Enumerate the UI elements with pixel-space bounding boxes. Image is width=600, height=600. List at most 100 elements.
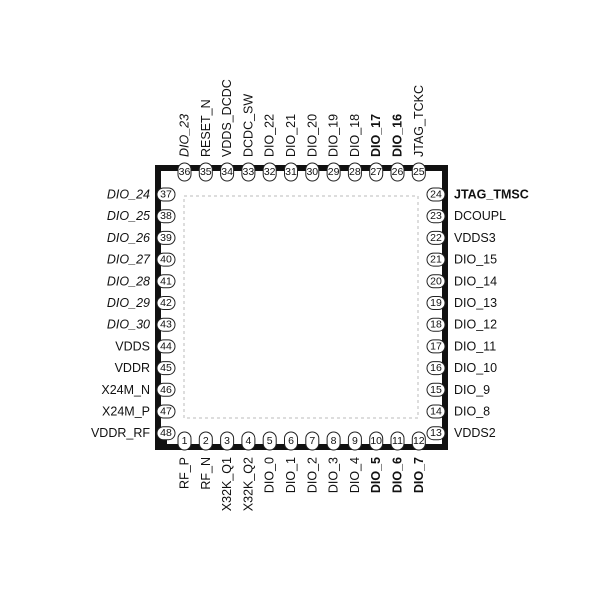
pin-label: RF_N bbox=[199, 457, 213, 490]
pin-pad bbox=[156, 187, 176, 202]
pin-number: 46 bbox=[160, 384, 172, 396]
pin-number: 33 bbox=[243, 166, 255, 178]
pin-pad bbox=[411, 162, 426, 182]
pin-pad bbox=[426, 361, 446, 376]
pin-label: JTAG_TMSC bbox=[454, 188, 529, 202]
pin-number: 26 bbox=[392, 166, 404, 178]
pin-label: DIO_25 bbox=[107, 209, 150, 223]
pin-pad bbox=[426, 296, 446, 310]
pin-number: 24 bbox=[430, 189, 442, 201]
pin-number: 36 bbox=[179, 166, 191, 178]
pin-label: DIO_21 bbox=[284, 114, 298, 157]
pin-pad bbox=[156, 339, 176, 354]
pin-pad bbox=[426, 317, 446, 332]
pin-label: VDDR bbox=[115, 361, 150, 375]
package-edge-top bbox=[155, 165, 448, 171]
pin-number: 4 bbox=[245, 435, 251, 447]
pin-number: 14 bbox=[430, 406, 442, 418]
pin-label: DIO_11 bbox=[454, 339, 496, 353]
pin-number: 48 bbox=[160, 427, 172, 439]
pin-pad bbox=[426, 274, 446, 289]
pin-pad bbox=[177, 162, 192, 182]
pin-pad bbox=[426, 252, 446, 267]
pin-label: X24M_P bbox=[102, 405, 150, 419]
pin-pad bbox=[411, 431, 426, 451]
pin1-marker bbox=[158, 437, 167, 446]
pin-number: 15 bbox=[430, 384, 442, 396]
pin-pad bbox=[156, 426, 176, 441]
pin-label: DIO_27 bbox=[107, 253, 151, 267]
pin-pad bbox=[241, 431, 256, 451]
pin-number: 10 bbox=[370, 435, 382, 447]
pin-number: 42 bbox=[160, 297, 172, 309]
pin-number: 19 bbox=[430, 297, 442, 309]
pin-number: 23 bbox=[430, 210, 442, 222]
pin-number: 25 bbox=[413, 166, 425, 178]
pin-label: DIO_9 bbox=[454, 383, 490, 397]
pin-number: 20 bbox=[430, 275, 442, 287]
pin-number: 5 bbox=[267, 435, 273, 447]
pin-pad bbox=[156, 209, 176, 224]
pin-number: 45 bbox=[160, 362, 172, 374]
pin-label: DIO_29 bbox=[107, 296, 150, 310]
pin-label: JTAG_TCKC bbox=[412, 85, 426, 157]
pin-pad bbox=[156, 317, 176, 332]
pin-pad bbox=[326, 162, 341, 182]
pin-pad bbox=[156, 382, 176, 397]
pin-number: 6 bbox=[288, 435, 294, 447]
die-outline bbox=[183, 195, 419, 419]
pin-group: 37DIO_2438DIO_2539DIO_2640DIO_2741DIO_28… bbox=[91, 79, 529, 511]
pin-number: 12 bbox=[413, 435, 425, 447]
pin-label: DIO_8 bbox=[454, 405, 490, 419]
pin-label: DIO_0 bbox=[263, 457, 277, 493]
pin-label: DIO_3 bbox=[327, 457, 341, 493]
pin-label: DIO_7 bbox=[412, 457, 426, 493]
pin-number: 7 bbox=[309, 435, 315, 447]
pin-pad bbox=[305, 431, 320, 451]
pin-pad bbox=[390, 162, 405, 182]
pin-number: 39 bbox=[160, 232, 172, 244]
pin-pad bbox=[241, 162, 256, 182]
pin-label: DIO_30 bbox=[107, 318, 150, 332]
pin-pad bbox=[156, 274, 176, 289]
pin-label: VDDR_RF bbox=[91, 426, 150, 440]
pin-label: DIO_16 bbox=[391, 114, 405, 157]
package-edge-left bbox=[155, 165, 161, 450]
pin-number: 43 bbox=[160, 319, 172, 331]
pin-number: 38 bbox=[160, 210, 172, 222]
pin-pad bbox=[369, 431, 384, 451]
pin-number: 30 bbox=[306, 166, 318, 178]
pin-label: X24M_N bbox=[101, 383, 150, 397]
pin-number: 37 bbox=[160, 189, 172, 201]
pin-label: X32K_Q1 bbox=[220, 457, 234, 511]
pin-number: 29 bbox=[328, 166, 340, 178]
pin-number: 31 bbox=[285, 166, 297, 178]
pin-pad bbox=[177, 431, 192, 451]
pin-number: 2 bbox=[203, 435, 209, 447]
pin-number: 13 bbox=[430, 427, 442, 439]
pin-number: 34 bbox=[221, 166, 233, 178]
pin-number: 22 bbox=[430, 232, 442, 244]
pin-number: 28 bbox=[349, 166, 361, 178]
pin-number: 47 bbox=[160, 406, 172, 418]
pin-number: 44 bbox=[160, 340, 172, 352]
pin-label: DIO_6 bbox=[391, 457, 405, 493]
pin-number: 32 bbox=[264, 166, 276, 178]
pin-pad bbox=[156, 404, 176, 419]
pin-number: 35 bbox=[200, 166, 212, 178]
pin-number: 21 bbox=[430, 254, 442, 266]
pin-number: 11 bbox=[392, 435, 403, 447]
pin-label: DIO_22 bbox=[263, 114, 277, 157]
pin-label: VDDS2 bbox=[454, 426, 496, 440]
pin-pad bbox=[156, 361, 176, 376]
pin-label: DCDC_SW bbox=[241, 94, 255, 157]
pin-label: DIO_13 bbox=[454, 296, 497, 310]
pin-pad bbox=[284, 431, 298, 451]
pin-pad bbox=[220, 431, 235, 451]
pin-number: 18 bbox=[430, 319, 442, 331]
pin-label: DIO_19 bbox=[327, 114, 341, 157]
pin-label: DCOUPL bbox=[454, 209, 506, 223]
pin-label: VDDS_DCDC bbox=[220, 79, 234, 157]
pin-label: DIO_15 bbox=[454, 253, 497, 267]
